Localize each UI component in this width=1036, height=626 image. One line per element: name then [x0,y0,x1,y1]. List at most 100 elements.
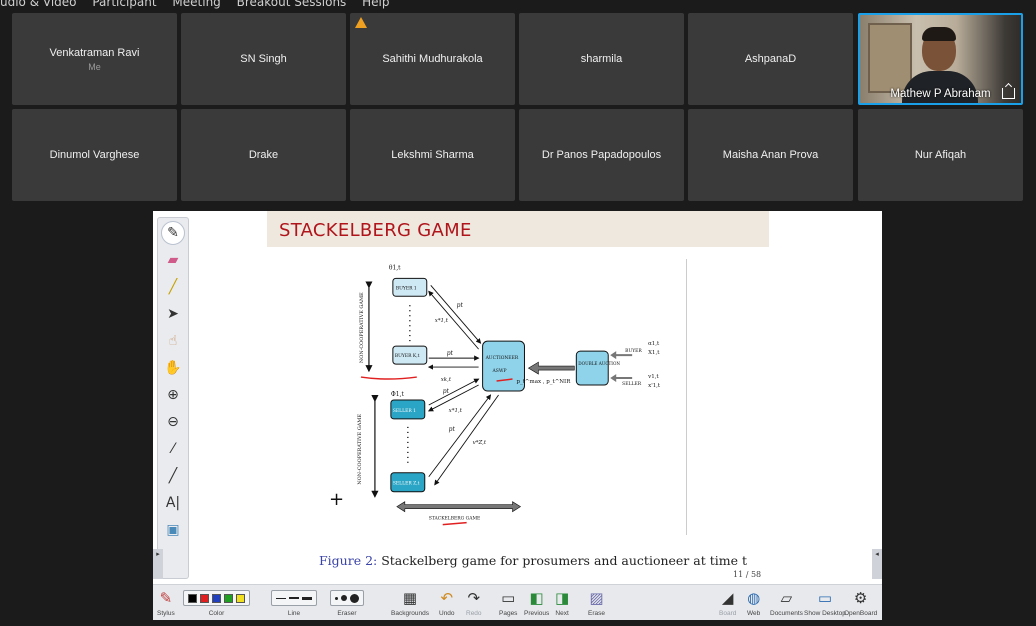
redo-button[interactable]: ↷ Redo [466,588,482,618]
line-thick[interactable] [302,596,312,600]
web-button[interactable]: ◍ Web [747,588,760,618]
menu-breakout-sessions[interactable]: Breakout Sessions [236,0,347,9]
arrow-line [428,394,492,478]
line-label: Line [287,610,301,617]
buyer-side-label: BUYER [625,348,642,354]
color-black[interactable] [188,593,197,603]
color-red[interactable] [200,593,209,603]
documents-button[interactable]: ▱ Documents [770,588,803,618]
eraser-medium[interactable] [341,595,347,601]
phi-label: Φ1,t [391,391,405,398]
previous-icon: ◧ [529,589,544,607]
selector-icon[interactable]: ➤ [167,306,179,322]
zoom-in-icon[interactable]: ⊕ [167,387,179,403]
participant-name: Sahithi Mudhurakola [382,53,483,65]
participant-tile[interactable]: AshpanaD [688,13,853,105]
highlighter-icon[interactable]: ╱ [168,279,178,295]
v1t-label: v1,t [647,374,659,380]
text-tool-icon[interactable]: A| [165,495,181,511]
noncoop-label-top: NON-COOPERATIVE GAME [359,292,365,363]
next-button[interactable]: ◨ Next [555,588,569,618]
participant-tile[interactable]: Lekshmi Sharma [350,109,515,201]
hand-icon[interactable]: ✋ [164,360,182,376]
pages-icon: ▭ [501,589,516,607]
backgrounds-label: Backgrounds [391,610,429,617]
participant-name: Lekshmi Sharma [391,149,474,161]
pages-button[interactable]: ▭ Pages [499,588,517,618]
pen-icon[interactable]: ✎ [161,221,185,245]
capture-icon[interactable]: ▣ [166,522,180,538]
annotation-stroke [442,521,467,526]
line-thin[interactable] [276,597,286,599]
double-auction-label: DOUBLE AUCTION [578,361,620,366]
zoom-out-icon[interactable]: ⊖ [167,414,179,430]
seller-side-label: SELLER [622,381,642,387]
participant-tile[interactable]: Sahithi Mudhurakola [350,13,515,105]
laser-pointer-icon[interactable]: ⁄ [171,441,175,457]
participant-tile[interactable]: sharmila [519,13,684,105]
menu-help[interactable]: Help [362,0,390,9]
menu-audio-video[interactable]: udio & Video [0,0,77,9]
participant-tile[interactable]: Drake [181,109,346,201]
alpha-label: α1,t [648,341,660,347]
participant-tile[interactable]: Dr Panos Papadopoulos [519,109,684,201]
previous-button[interactable]: ◧ Previous [524,588,549,618]
participant-name: Nur Afiqah [914,149,967,161]
participant-tile[interactable]: Nur Afiqah [858,109,1023,201]
openboard-label: OpenBoard [844,610,878,617]
eraser-small[interactable] [335,596,338,600]
pointer-hand-icon[interactable]: ☝ [168,333,178,349]
seller-1-label: SELLER 1 [393,408,416,414]
arrow-line [428,378,480,406]
openboard-button[interactable]: ⚙ OpenBoard [844,588,877,618]
xsell-label: x'1,t [648,383,661,389]
eraser-large[interactable] [350,593,359,603]
participant-video-tile[interactable]: Mathew P Abraham [858,13,1023,105]
undo-button[interactable]: ↶ Undo [439,588,455,618]
slide-title-bar: STACKELBERG GAME [267,211,769,247]
participant-name: SN Singh [240,53,287,65]
shared-screen[interactable]: STACKELBERG GAME NON-COOPERATIVE GAME NO… [153,211,882,620]
menu-participant[interactable]: Participant [92,0,157,9]
backgrounds-button[interactable]: ▦ Backgrounds [391,588,429,618]
participant-name: sharmila [580,53,623,65]
noncoop-label-bottom: NON-COOPERATIVE GAME [357,414,363,485]
left-panel-tab[interactable]: ▸ [153,549,163,579]
slide-title: STACKELBERG GAME [279,220,472,241]
video-background-door [868,23,912,93]
arrow-line [427,384,479,412]
stylus-group[interactable]: ✎ Stylus [157,588,175,618]
whiteboard-bottom-toolbar: ✎ Stylus Color [153,584,882,620]
participant-tile[interactable]: Maisha Anan Prova [688,109,853,201]
pmax-label: p_t^max , p_t^NIR [517,378,572,385]
share-icon[interactable] [1002,88,1015,99]
color-green[interactable] [224,593,233,603]
participant-tile[interactable]: SN Singh [181,13,346,105]
participant-tile[interactable]: Venkatraman Ravi Me [12,13,177,105]
auctioneer-label: AUCTIONEER [485,355,519,361]
participant-tile[interactable]: Dinumol Varghese [12,109,177,201]
board-button[interactable]: ◢ Board [719,588,736,618]
menu-meeting[interactable]: Meeting [172,0,221,9]
show-desktop-button[interactable]: ▭ Show Desktop [804,588,846,618]
arrow-seller-in [610,374,633,383]
line-medium[interactable] [289,597,299,599]
folder-icon: ▱ [780,589,793,607]
color-yellow[interactable] [236,593,245,603]
redo-label: Redo [466,610,482,617]
line-tool-icon[interactable]: ╱ [168,468,178,484]
pt-label: pt [447,350,454,357]
aswp-label: ASWP [492,368,507,374]
erase-button[interactable]: ▨ Erase [588,588,605,618]
openboard-icon: ⚙ [853,589,868,607]
crosshair-cursor: + [329,489,345,510]
seller-1-box [390,399,426,420]
color-blue[interactable] [212,593,221,603]
globe-icon: ◍ [747,589,761,607]
board-label: Board [719,610,737,617]
eraser-icon[interactable]: ▰ [167,252,179,268]
right-panel-tab[interactable]: ◂ [872,549,882,579]
eraser-label: Eraser [337,610,357,617]
color-group: Color [183,588,250,618]
seller-z-label: SELLER Z,t [393,481,420,487]
